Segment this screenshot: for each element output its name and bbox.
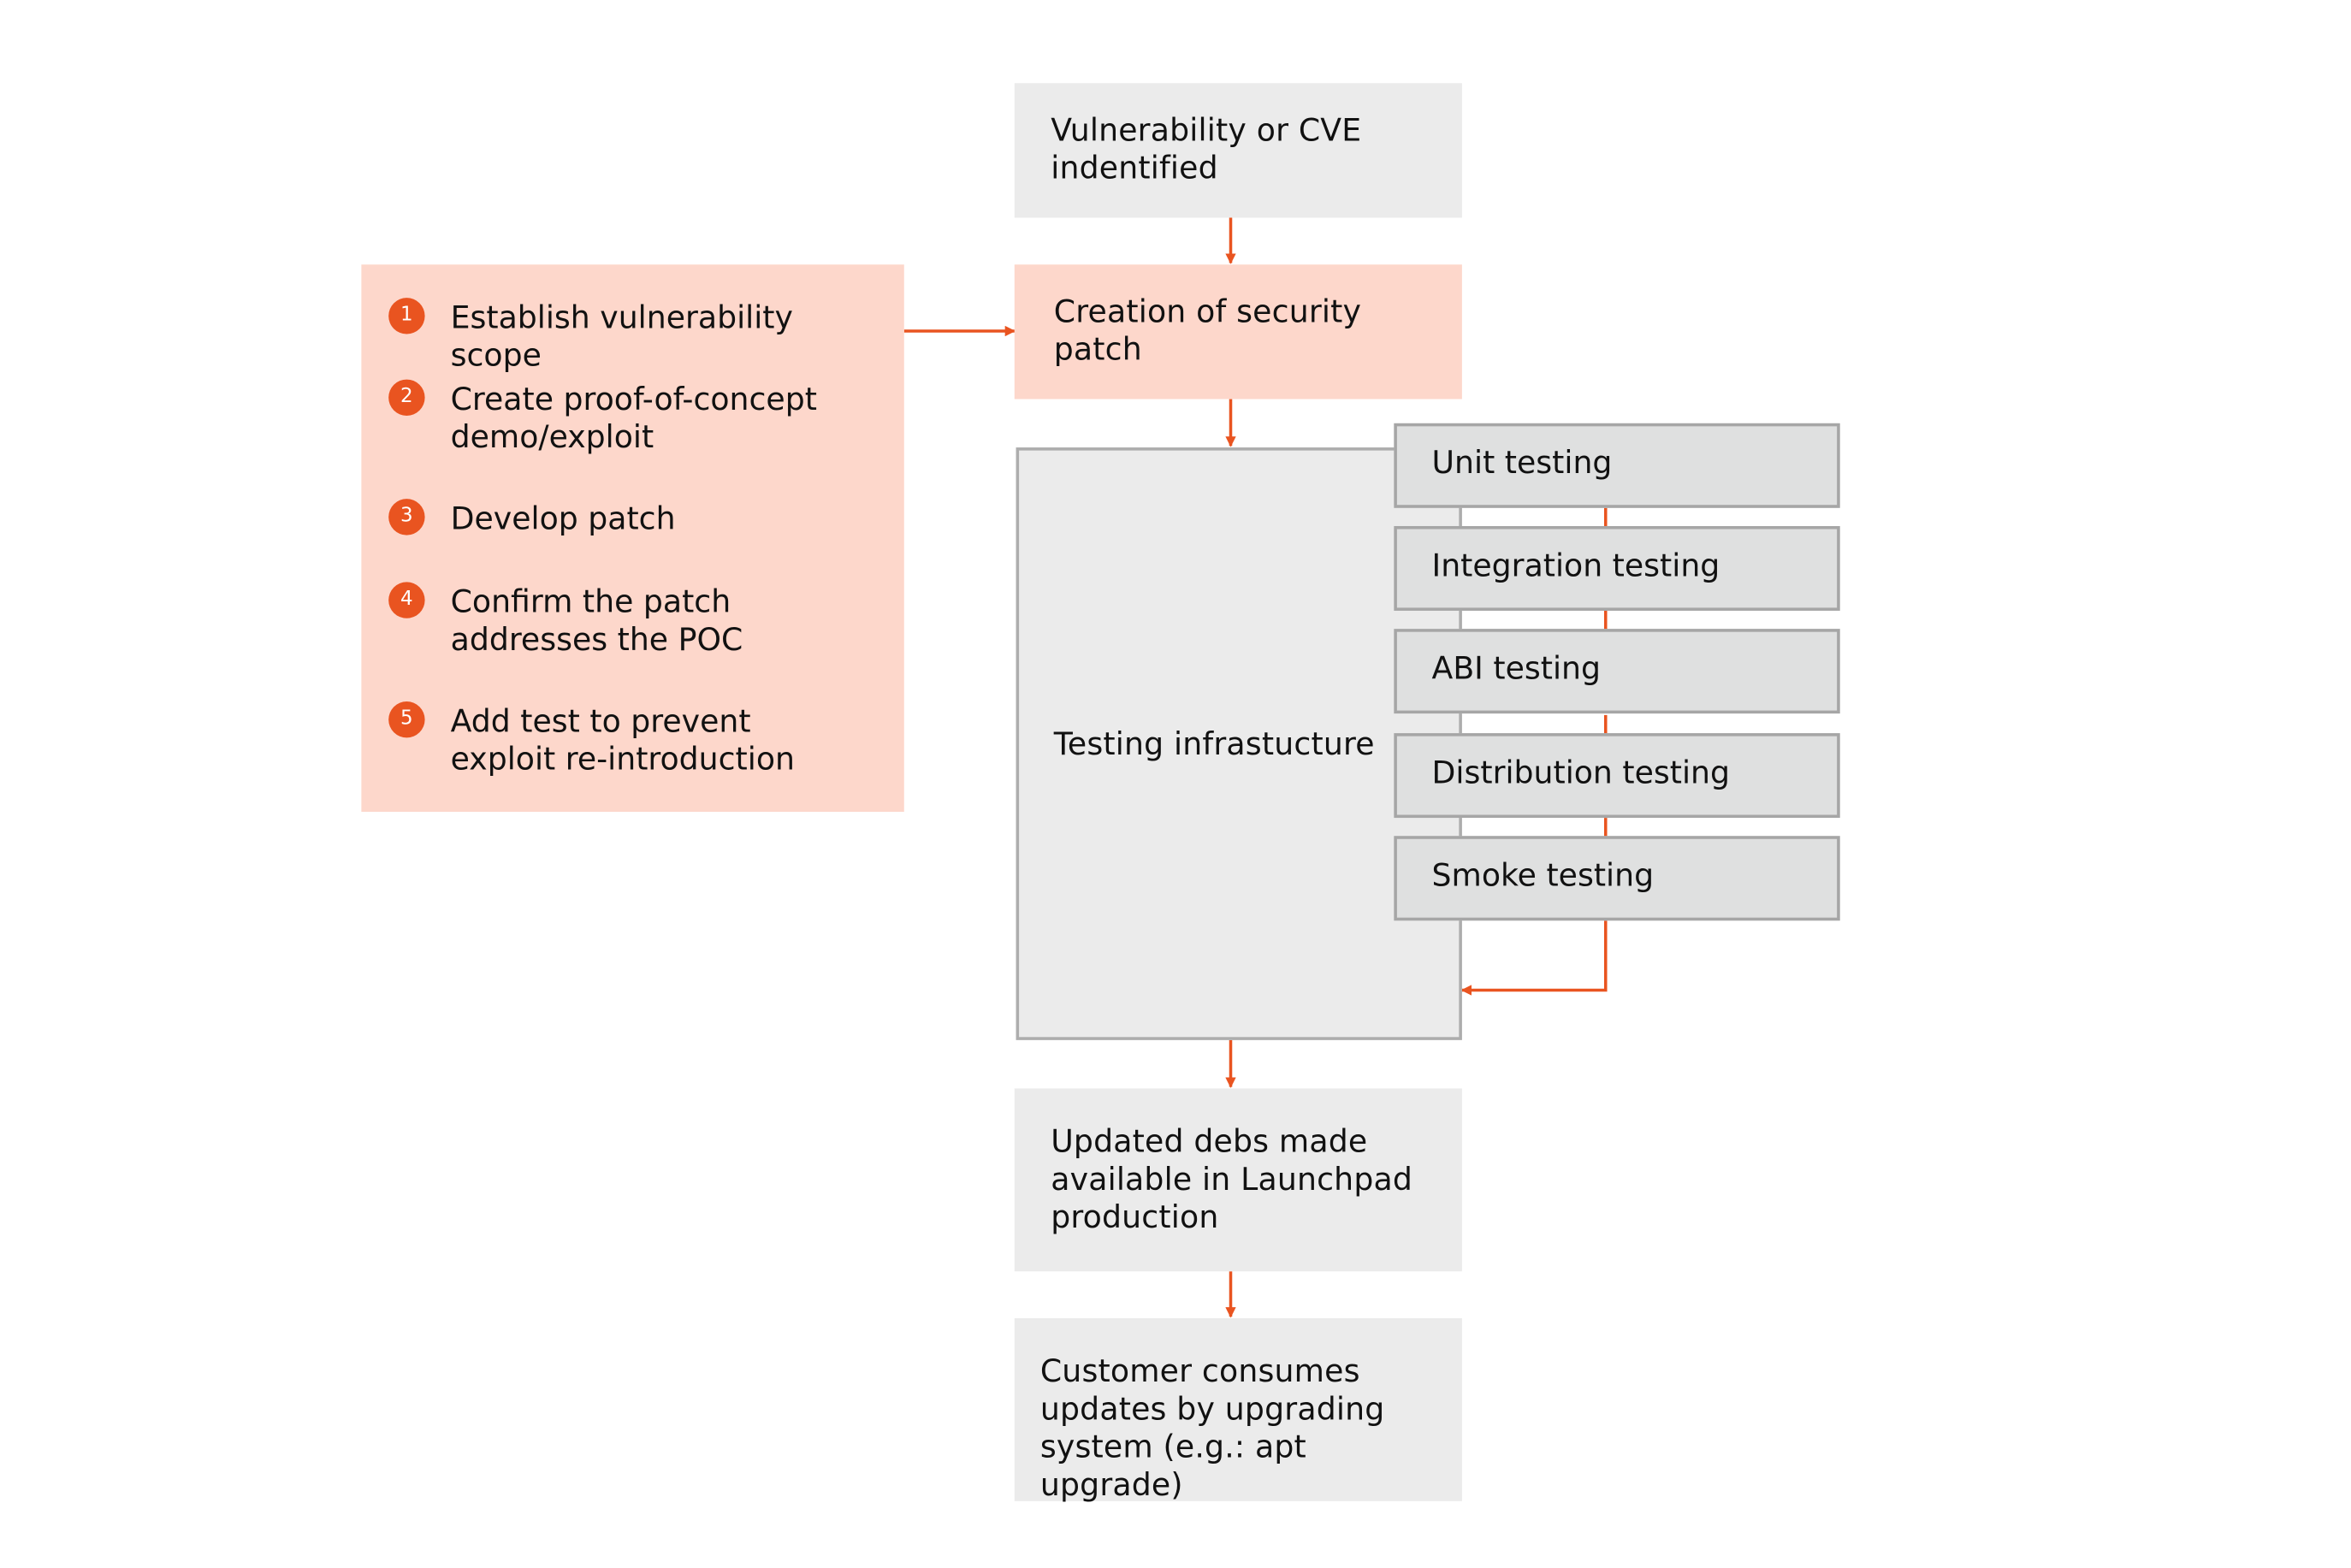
vulnerability-label: Vulnerability or CVE indentified bbox=[1051, 111, 1362, 186]
step-label: Confirm the patch addresses the POC bbox=[450, 583, 743, 658]
step-number-badge: 4 bbox=[388, 582, 425, 618]
test-smoke: Smoke testing bbox=[1394, 836, 1840, 921]
customer-label: Customer consumes updates by upgrading s… bbox=[1039, 1352, 1385, 1503]
patch-steps-panel bbox=[361, 264, 904, 812]
step-label: Develop patch bbox=[450, 500, 676, 537]
updated-debs-box: Updated debs made available in Launchpad… bbox=[1014, 1088, 1462, 1272]
vulnerability-box: Vulnerability or CVE indentified bbox=[1014, 83, 1462, 218]
patch-step-5: 5 Add test to prevent exploit re-introdu… bbox=[388, 701, 856, 778]
step-label: Create proof-of-concept demo/exploit bbox=[450, 381, 817, 455]
test-label: ABI testing bbox=[1431, 649, 1601, 687]
step-number-badge: 3 bbox=[388, 499, 425, 535]
step-number-badge: 5 bbox=[388, 701, 425, 738]
testing-infrastructure-box: Testing infrastucture bbox=[1016, 447, 1462, 1040]
creation-label: Creation of security patch bbox=[1053, 293, 1362, 368]
step-label: Add test to prevent exploit re-introduct… bbox=[450, 702, 795, 778]
test-unit: Unit testing bbox=[1394, 423, 1840, 508]
step-number-badge: 1 bbox=[388, 298, 425, 334]
test-label: Unit testing bbox=[1431, 444, 1613, 481]
test-label: Distribution testing bbox=[1431, 754, 1731, 791]
step-number-badge: 2 bbox=[388, 379, 425, 416]
arrow-tests-return bbox=[1460, 920, 1608, 996]
test-distribution: Distribution testing bbox=[1394, 733, 1840, 819]
updated-debs-label: Updated debs made available in Launchpad… bbox=[1051, 1123, 1413, 1235]
patch-step-4: 4 Confirm the patch addresses the POC bbox=[388, 582, 881, 659]
test-abi: ABI testing bbox=[1394, 629, 1840, 714]
testing-infrastructure-label: Testing infrastucture bbox=[1053, 725, 1375, 762]
patch-step-2: 2 Create proof-of-concept demo/exploit bbox=[388, 379, 820, 456]
test-label: Integration testing bbox=[1431, 547, 1720, 584]
step-label: Establish vulnerability scope bbox=[450, 299, 793, 374]
test-integration: Integration testing bbox=[1394, 525, 1840, 611]
test-label: Smoke testing bbox=[1431, 857, 1655, 894]
creation-box: Creation of security patch bbox=[1014, 264, 1462, 399]
patch-step-3: 3 Develop patch bbox=[388, 499, 881, 538]
customer-box: Customer consumes updates by upgrading s… bbox=[1014, 1317, 1462, 1503]
patch-step-1: 1 Establish vulnerability scope bbox=[388, 298, 881, 375]
